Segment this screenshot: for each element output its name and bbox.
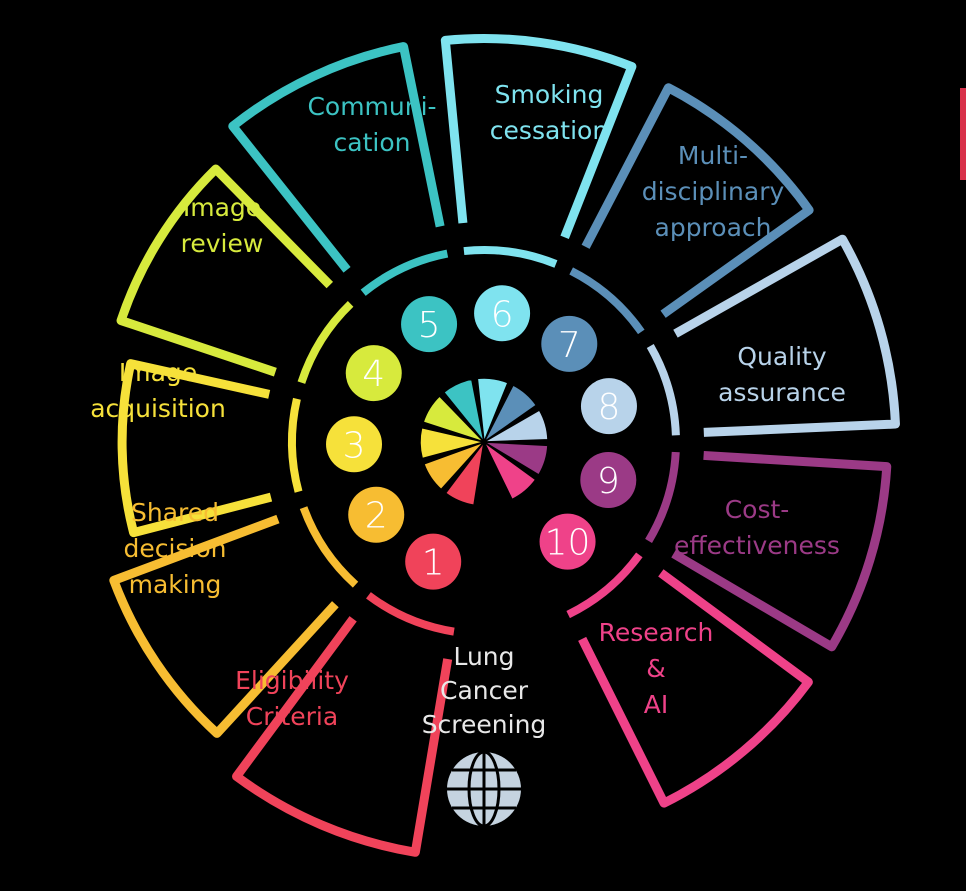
number-label-4: 4 bbox=[362, 354, 385, 395]
inner-ring-arcs bbox=[288, 246, 680, 636]
center-label-line-1: Lung bbox=[453, 642, 514, 671]
segment-outline-1 bbox=[232, 616, 453, 857]
segment-3-label-line-2: acquisition bbox=[90, 394, 226, 423]
segment-outline-10 bbox=[578, 569, 813, 808]
center-label-line-2: Cancer bbox=[440, 676, 529, 705]
segment-10-label-line-1: Research bbox=[599, 618, 714, 647]
number-circle-5 bbox=[401, 296, 458, 353]
pie-slice-3 bbox=[419, 426, 485, 460]
number-label-9: 9 bbox=[597, 461, 620, 502]
outer-segment-outlines bbox=[109, 34, 900, 857]
inner-arc-9 bbox=[645, 451, 680, 543]
segment-7-label-line-1: Multi- bbox=[678, 141, 748, 170]
segment-outline-6 bbox=[440, 34, 637, 239]
center-pie bbox=[419, 377, 549, 507]
number-label-7: 7 bbox=[558, 325, 581, 366]
pie-slice-2 bbox=[422, 441, 485, 491]
segment-2-label-line-1: Shared bbox=[131, 498, 219, 527]
inner-arc-8 bbox=[646, 344, 680, 436]
number-label-8: 8 bbox=[598, 387, 621, 428]
segment-10-label-line-2: & bbox=[646, 654, 666, 683]
segment-outline-9 bbox=[671, 450, 892, 652]
segment-2-label-line-2: decision bbox=[123, 534, 226, 563]
number-label-3: 3 bbox=[343, 425, 366, 466]
globe-icon bbox=[447, 750, 521, 828]
segment-6-label-line-2: cessation bbox=[490, 116, 608, 145]
center-label-line-3: Screening bbox=[422, 710, 547, 739]
segment-outline-2 bbox=[109, 514, 339, 738]
segment-4-label-line-1: Image bbox=[183, 193, 261, 222]
segment-outline-4 bbox=[116, 164, 334, 377]
segment-6-label-line-1: Smoking bbox=[495, 80, 604, 109]
segment-2-label-line-3: making bbox=[129, 570, 222, 599]
pie-slice-9 bbox=[483, 441, 549, 476]
center-label: Lung Cancer Screening bbox=[422, 642, 547, 739]
inner-arc-1 bbox=[366, 592, 455, 636]
inner-arc-10 bbox=[566, 552, 643, 619]
segment-3-label-line-1: Image bbox=[119, 358, 197, 387]
segment-outline-5 bbox=[228, 42, 445, 273]
inner-arc-2 bbox=[299, 506, 359, 588]
number-circle-6 bbox=[474, 285, 531, 342]
segment-outline-8 bbox=[673, 234, 900, 437]
segment-7-label-line-3: approach bbox=[655, 213, 772, 242]
number-circle-4 bbox=[345, 345, 402, 402]
pie-slice-7 bbox=[483, 383, 538, 443]
number-circle-3 bbox=[326, 416, 383, 473]
inner-arc-3 bbox=[288, 397, 303, 493]
segment-outline-3 bbox=[117, 359, 273, 538]
pie-slice-8 bbox=[483, 408, 549, 443]
number-circle-10 bbox=[539, 513, 596, 570]
pie-slice-1 bbox=[444, 441, 485, 507]
segment-1-label-line-1: Eligibility bbox=[235, 666, 349, 695]
inner-arc-6 bbox=[463, 246, 558, 268]
pie-slice-6 bbox=[476, 377, 509, 443]
edge-accent-bar bbox=[960, 88, 966, 180]
inner-arc-5 bbox=[360, 249, 449, 296]
number-label-6: 6 bbox=[491, 294, 514, 335]
segment-8-label-line-2: assurance bbox=[718, 378, 846, 407]
inner-arc-4 bbox=[297, 301, 354, 384]
number-circle-7 bbox=[541, 315, 598, 372]
number-circles: 12 3 45 6 78 910 bbox=[326, 285, 637, 590]
inner-arc-7 bbox=[569, 267, 645, 335]
number-label-5: 5 bbox=[418, 305, 441, 346]
number-circle-9 bbox=[580, 452, 637, 509]
pie-slice-10 bbox=[483, 441, 537, 501]
segment-1-label-line-2: Criteria bbox=[246, 702, 338, 731]
number-label-10: 10 bbox=[545, 523, 591, 564]
segment-9-label-line-1: Cost- bbox=[725, 495, 790, 524]
number-circle-1 bbox=[405, 533, 462, 590]
segment-7-label-line-2: disciplinary bbox=[642, 177, 785, 206]
segment-9-label-line-2: effectiveness bbox=[674, 531, 840, 560]
number-circle-8 bbox=[580, 378, 637, 435]
number-label-2: 2 bbox=[365, 496, 388, 537]
segment-5-label-line-1: Communi- bbox=[307, 92, 436, 121]
number-label-1: 1 bbox=[422, 543, 445, 584]
segment-10-label-line-3: AI bbox=[644, 690, 668, 719]
segment-4-label-line-2: review bbox=[181, 229, 264, 258]
segment-outline-7 bbox=[581, 83, 814, 318]
number-circle-2 bbox=[348, 486, 405, 543]
pie-slice-5 bbox=[442, 378, 485, 443]
pie-slice-4 bbox=[422, 394, 485, 443]
segment-8-label-line-1: Quality bbox=[737, 342, 827, 371]
segment-5-label-line-2: cation bbox=[334, 128, 411, 157]
